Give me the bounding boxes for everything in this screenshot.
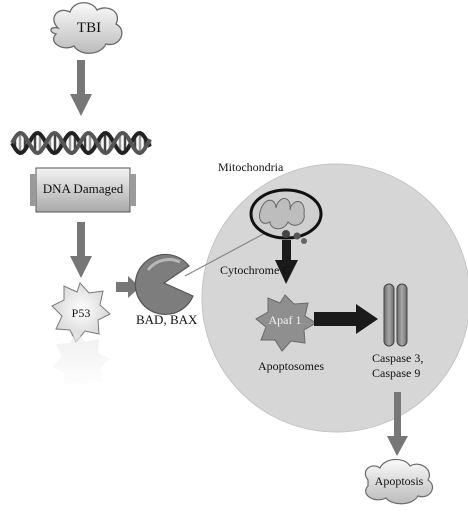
caspase-icon bbox=[383, 283, 408, 347]
tbi-cloud bbox=[50, 2, 123, 54]
arrow-tbi-to-dna bbox=[70, 60, 92, 116]
cell-circle bbox=[201, 163, 468, 433]
bad-bax-label: BAD, BAX bbox=[136, 312, 198, 327]
mitochondrion-icon bbox=[249, 188, 323, 244]
apoptosis-cloud bbox=[364, 458, 433, 505]
arrow-caspase-to-apoptosis bbox=[387, 392, 408, 456]
arrow-apaf-to-caspase bbox=[314, 304, 378, 334]
apoptosomes-label: Apoptosomes bbox=[258, 359, 324, 373]
arrow-cytochrome-to-apaf bbox=[275, 240, 298, 284]
mitochondria-label: Mitochondria bbox=[218, 160, 284, 174]
tbi-label: TBI bbox=[76, 20, 102, 36]
apaf1-star-icon bbox=[255, 294, 317, 352]
cytochrome-label: Cytochrome C bbox=[220, 263, 291, 277]
bad-bax-pacman-icon bbox=[134, 253, 194, 316]
caspase-label-line1: Caspase 3, bbox=[372, 351, 424, 365]
arrow-p53-to-badbax bbox=[116, 276, 140, 298]
p53-label: P53 bbox=[71, 306, 91, 320]
apaf1-label: Apaf 1 bbox=[268, 313, 302, 327]
caspase-label-line2: Caspase 9 bbox=[372, 366, 421, 380]
dna-helix-icon bbox=[10, 130, 152, 156]
p53-star-icon bbox=[51, 282, 111, 390]
apoptosis-label: Apoptosis bbox=[374, 474, 424, 488]
dna-damaged-box bbox=[30, 167, 136, 213]
dna-damaged-label: DNA Damaged bbox=[42, 181, 124, 196]
arrow-dna-to-p53 bbox=[70, 222, 92, 278]
